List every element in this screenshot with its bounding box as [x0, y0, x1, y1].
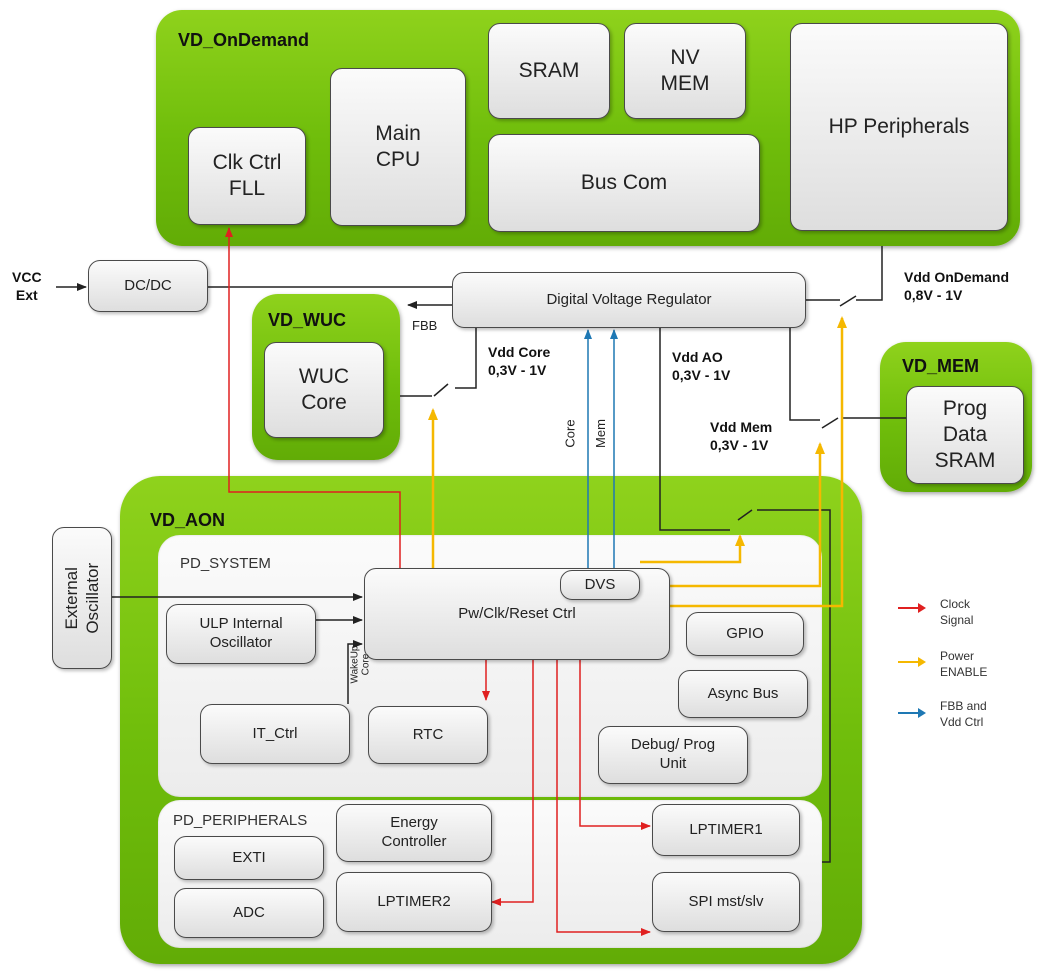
vd-aon-title: VD_AON: [150, 510, 226, 530]
async-bus-block[interactable]: Async Bus: [678, 670, 808, 718]
prog-data-sram-block[interactable]: Prog Data SRAM: [906, 386, 1024, 484]
dcdc-block[interactable]: DC/DC: [88, 260, 208, 312]
vcc-ext-label: VCC Ext: [12, 269, 42, 304]
spi-mst-slv-block[interactable]: SPI mst/slv: [652, 872, 800, 932]
adc-block[interactable]: ADC: [174, 888, 324, 938]
rtc-block[interactable]: RTC: [368, 706, 488, 764]
vd-wuc-title: VD_WUC: [268, 310, 347, 330]
clk-ctrl-fll-block[interactable]: Clk Ctrl FLL: [188, 127, 306, 225]
external-oscillator-label: External Oscillator: [61, 562, 103, 634]
gpio-block[interactable]: GPIO: [686, 612, 804, 656]
legend-power-arrow: [898, 657, 926, 667]
exti-block[interactable]: EXTI: [174, 836, 324, 880]
core-line-label: Core: [562, 419, 578, 448]
vd-mem-title: VD_MEM: [902, 356, 980, 376]
vdd-ao-label: Vdd AO 0,3V - 1V: [672, 349, 731, 384]
wakeup-core-label: WakeUp Core: [349, 645, 371, 684]
wuc-core-block[interactable]: WUC Core: [264, 342, 384, 438]
vdd-ondemand-label: Vdd OnDemand 0,8V - 1V: [904, 269, 1010, 304]
legend-clock-text: Clock Signal: [940, 597, 974, 628]
legend-fbb-text: FBB and Vdd Ctrl: [940, 699, 987, 730]
vdd-mem-label: Vdd Mem 0,3V - 1V: [710, 419, 773, 454]
legend-power-text: Power ENABLE: [940, 649, 988, 680]
mem-line-label: Mem: [592, 419, 608, 448]
digital-voltage-regulator-block[interactable]: Digital Voltage Regulator: [452, 272, 806, 328]
pd-system-title: PD_SYSTEM: [180, 555, 271, 572]
it-ctrl-block[interactable]: IT_Ctrl: [200, 704, 350, 764]
sram-block[interactable]: SRAM: [488, 23, 610, 119]
debug-prog-unit-block[interactable]: Debug/ Prog Unit: [598, 726, 748, 784]
hp-peripherals-block[interactable]: HP Peripherals: [790, 23, 1008, 231]
bus-com-block[interactable]: Bus Com: [488, 134, 760, 232]
dvs-block[interactable]: DVS: [560, 570, 640, 600]
ulp-internal-oscillator-block[interactable]: ULP Internal Oscillator: [166, 604, 316, 664]
main-cpu-block[interactable]: Main CPU: [330, 68, 466, 226]
legend-clock-arrow: [898, 603, 926, 613]
vd-ondemand-title: VD_OnDemand: [178, 30, 310, 50]
nv-mem-block[interactable]: NV MEM: [624, 23, 746, 119]
lptimer2-block[interactable]: LPTIMER2: [336, 872, 492, 932]
pd-peripherals-title: PD_PERIPHERALS: [173, 812, 308, 829]
fbb-label: FBB: [412, 318, 438, 333]
lptimer1-block[interactable]: LPTIMER1: [652, 804, 800, 856]
energy-controller-block[interactable]: Energy Controller: [336, 804, 492, 862]
legend-fbb-arrow: [898, 708, 926, 718]
vdd-core-label: Vdd Core 0,3V - 1V: [488, 344, 551, 379]
external-oscillator-block[interactable]: External Oscillator: [52, 527, 112, 669]
